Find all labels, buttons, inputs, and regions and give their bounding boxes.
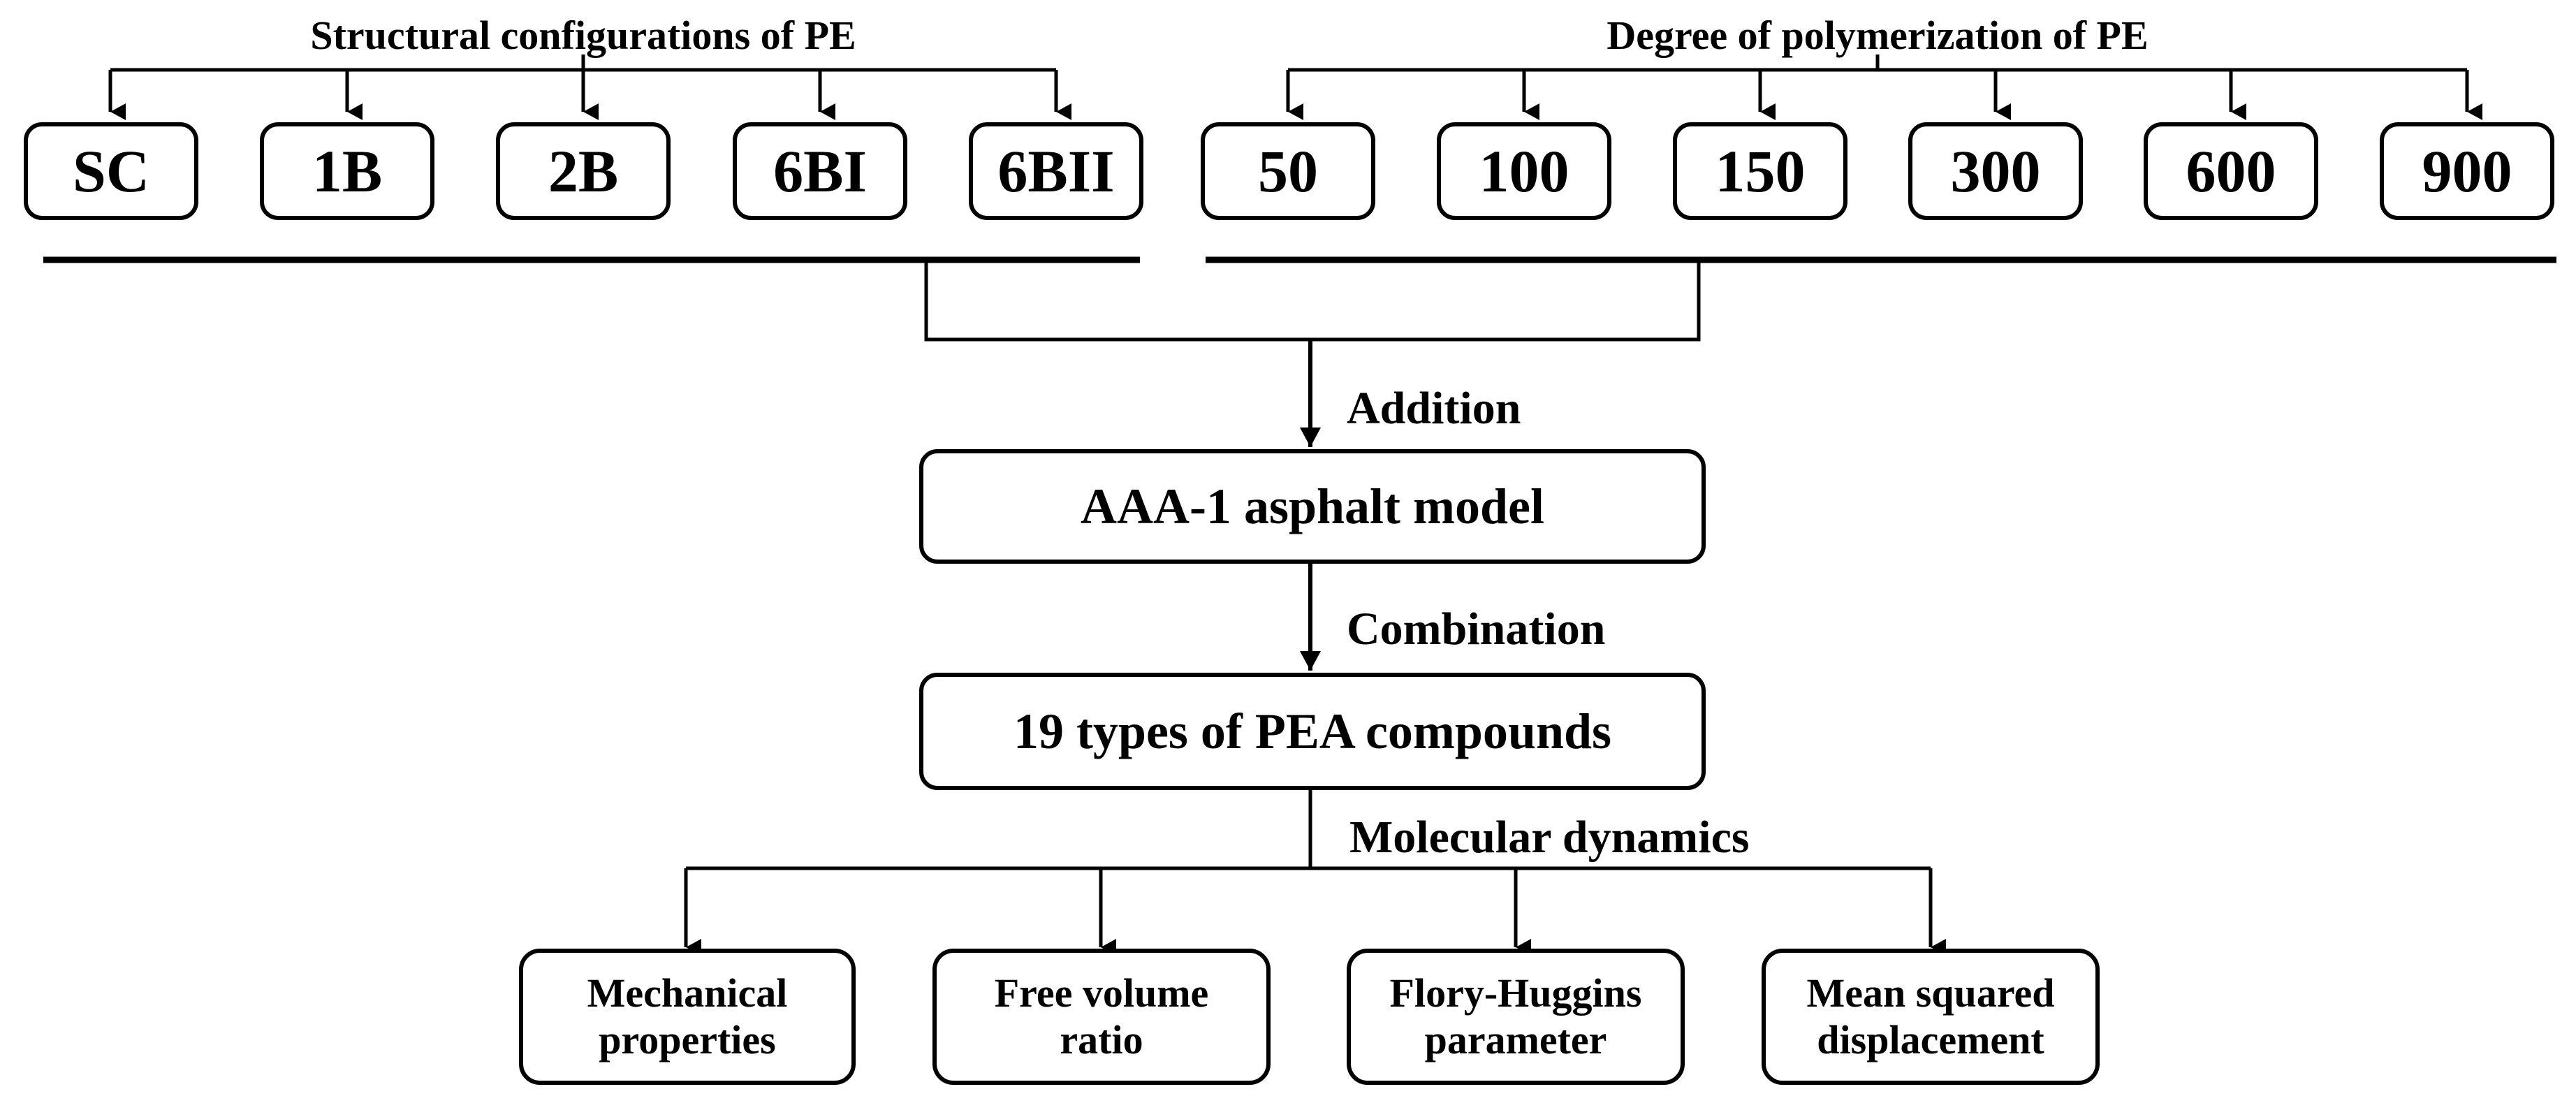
compounds-box: 19 types of PEA compounds [919,673,1706,790]
output-line-2: properties [599,1016,776,1062]
polymerization-title: Degree of polymerization of PE [1607,13,2149,58]
output-line-2: parameter [1424,1016,1607,1062]
dp-box-900: 900 [2380,122,2554,220]
dp-box-300: 300 [1908,122,2083,220]
asphalt-model-box: AAA-1 asphalt model [919,449,1706,564]
merge-connector [924,263,1701,447]
structure-box-sc: SC [24,122,198,220]
combination-label: Combination [1347,604,1606,655]
dp-box-150: 150 [1673,122,1847,220]
dp-box-600: 600 [2144,122,2318,220]
output-line-2: displacement [1817,1016,2044,1062]
dp-box-100: 100 [1437,122,1611,220]
structure-box-6bii: 6BII [969,122,1143,220]
structural-bracket [108,54,1071,120]
output-box-msd: Mean squared displacement [1762,949,2100,1085]
dp-box-50: 50 [1201,122,1375,220]
output-line-1: Mechanical [587,970,788,1016]
output-line-1: Mean squared [1806,970,2055,1016]
structure-box-1b: 1B [260,122,434,220]
structure-box-6bi: 6BI [733,122,907,220]
output-line-1: Flory-Huggins [1389,970,1642,1016]
output-box-mechanical: Mechanical properties [519,949,856,1085]
output-fanout [684,789,1946,956]
molecular-dynamics-label: Molecular dynamics [1349,812,1750,863]
addition-label: Addition [1347,383,1521,434]
output-line-2: ratio [1060,1016,1143,1062]
output-box-flory-huggins: Flory-Huggins parameter [1347,949,1685,1085]
structural-title: Structural configurations of PE [310,13,856,58]
polymerization-bracket [1286,54,2482,120]
output-line-1: Free volume [994,970,1209,1016]
output-box-free-volume: Free volume ratio [932,949,1271,1085]
structure-box-2b: 2B [496,122,671,220]
